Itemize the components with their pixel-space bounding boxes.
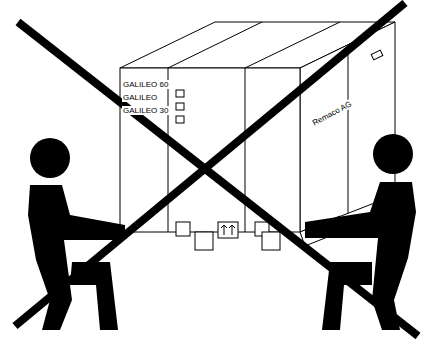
this-side-up-arrows xyxy=(221,225,235,235)
handle-mark xyxy=(176,222,190,236)
head xyxy=(373,134,413,174)
model-name: GALILEO 60 xyxy=(122,80,169,89)
panel-line xyxy=(348,45,349,213)
cross-stroke xyxy=(15,3,405,326)
panel-line xyxy=(168,68,169,232)
panel-line xyxy=(245,22,340,68)
pallet-leg xyxy=(195,232,213,250)
panel-line xyxy=(245,68,246,232)
panel-line xyxy=(168,22,262,68)
right-person xyxy=(305,134,416,330)
crate-front xyxy=(120,68,300,232)
head xyxy=(30,138,70,178)
prohibition-cross xyxy=(15,3,418,336)
indicator-square xyxy=(176,90,184,97)
this-side-up-box xyxy=(218,222,238,238)
model-name: GALILEO 30 xyxy=(122,106,169,115)
label-plate xyxy=(371,50,383,60)
indicator-square xyxy=(176,103,184,110)
model-name: GALILEO xyxy=(122,93,158,102)
cross-stroke xyxy=(18,22,418,336)
pallet-leg xyxy=(262,232,280,250)
indicator-square xyxy=(176,116,184,123)
